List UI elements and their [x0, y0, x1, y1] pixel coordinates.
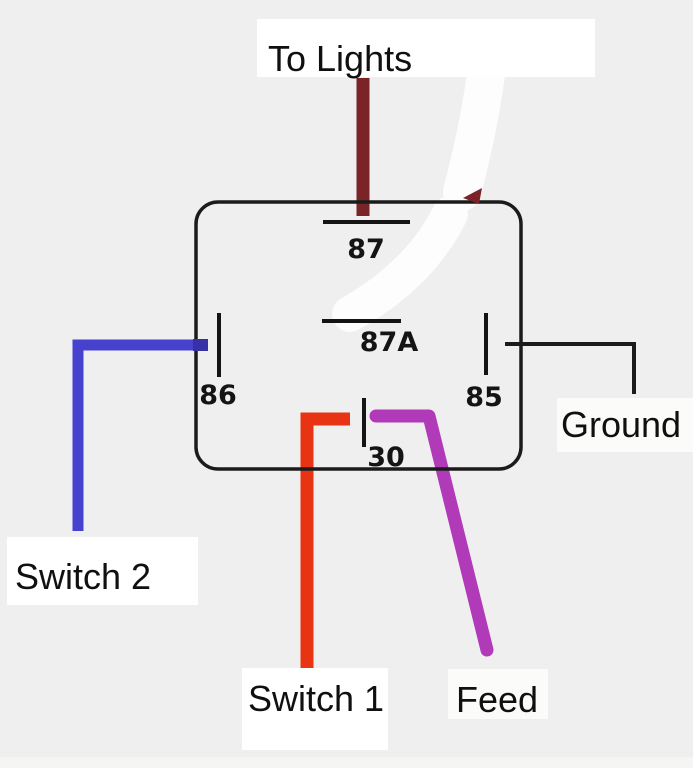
to-lights-label-box [257, 19, 595, 77]
feed-label: Feed [456, 679, 538, 720]
whiteout-smudge-lower [332, 196, 468, 332]
pin-87a-label: 87A [360, 327, 419, 358]
pin-86-label: 86 [199, 380, 237, 411]
feed-label-box [448, 669, 548, 719]
ground-label-box [557, 398, 693, 452]
to-lights-label: To Lights [268, 38, 412, 79]
switch1-wire [300, 412, 350, 668]
switch2-wire-tip [193, 339, 208, 351]
switch1-label: Switch 1 [248, 678, 384, 719]
feed-wire [369, 409, 494, 657]
pin-30-label: 30 [367, 442, 405, 473]
bottom-edge-strip [0, 757, 693, 768]
pin-85-label: 85 [465, 382, 503, 413]
switch2-wire [72, 339, 204, 531]
ground-wire [505, 342, 636, 394]
switch2-label-box [7, 537, 198, 605]
switch1-label-box [242, 668, 388, 750]
pin-87-label: 87 [347, 234, 385, 265]
switch2-label: Switch 2 [15, 556, 151, 597]
ground-label: Ground [561, 404, 681, 445]
relay-body [194, 200, 523, 471]
erased-wire-arrowhead-icon [463, 188, 482, 204]
